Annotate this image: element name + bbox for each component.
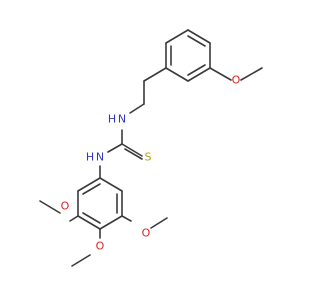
atom-h-left: H: [86, 151, 94, 164]
atom-h-top: H: [108, 113, 116, 126]
atom-o-left: O: [61, 200, 70, 213]
bond: [165, 67, 189, 82]
bonds: [39, 29, 263, 267]
bond: [187, 67, 211, 82]
bond: [121, 143, 143, 157]
bond: [99, 215, 123, 230]
bond: [129, 103, 145, 114]
bond: [187, 35, 206, 47]
atom-o-right: O: [142, 227, 151, 240]
bond: [187, 64, 206, 76]
bond: [107, 143, 123, 153]
atom-o-top: O: [232, 74, 241, 87]
bond: [82, 212, 101, 224]
bond: [143, 67, 167, 82]
bond: [69, 215, 79, 222]
bond: [240, 67, 263, 81]
atom-s: S: [145, 151, 152, 164]
bond: [165, 29, 189, 44]
bond: [39, 200, 61, 214]
bond: [99, 177, 123, 192]
bond: [150, 217, 168, 229]
atom-labels: O N H N H S O O O: [61, 74, 241, 253]
bond: [82, 183, 101, 195]
bond: [77, 215, 101, 230]
bond: [187, 29, 211, 44]
bond: [77, 177, 101, 192]
molecule-structure: O N H N H S O O O: [39, 29, 263, 267]
bond: [71, 254, 91, 267]
bond: [121, 215, 132, 222]
bond: [124, 148, 143, 160]
atom-n-left: N: [96, 151, 104, 164]
bond: [209, 67, 232, 81]
atom-n-top: N: [118, 113, 126, 126]
atom-o-bottom: O: [96, 240, 105, 253]
